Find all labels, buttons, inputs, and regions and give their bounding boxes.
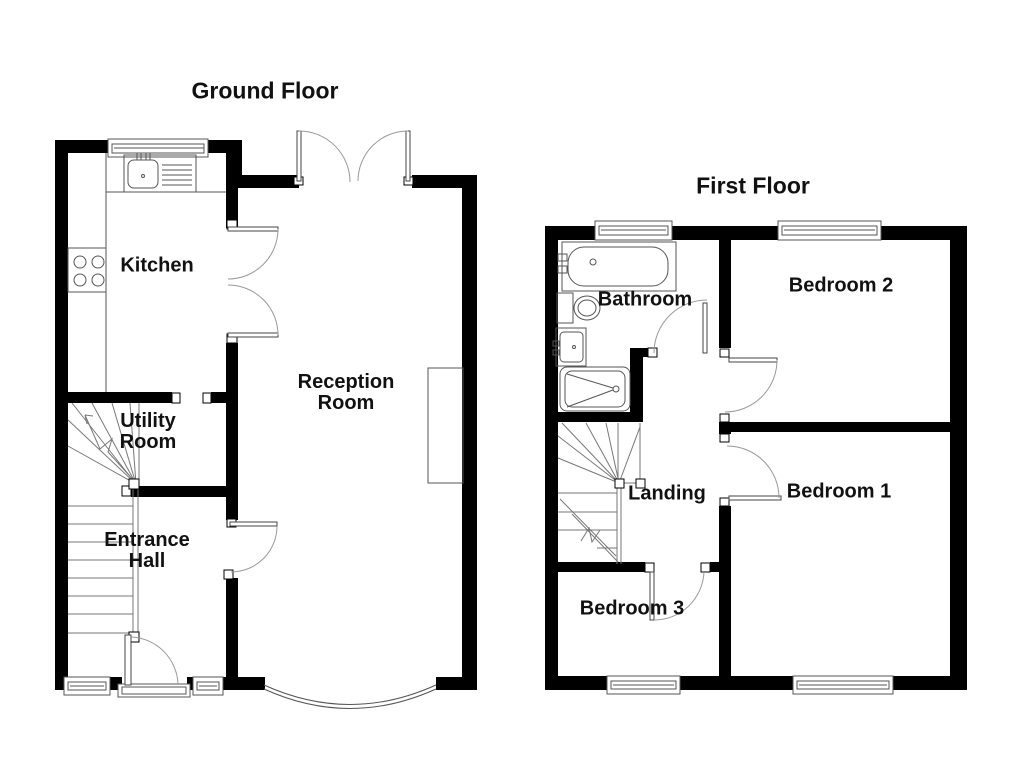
front-sidelight-window-right <box>192 676 224 696</box>
staircase-up <box>67 402 140 641</box>
ground-floor-plan <box>55 130 477 709</box>
ground-floor-walls <box>55 140 477 691</box>
room-label-entrance-hall: Entrance Hall <box>104 529 190 572</box>
toilet <box>556 292 601 324</box>
hob <box>67 247 107 293</box>
bedroom-2-window <box>777 220 882 241</box>
room-label-bedroom-3: Bedroom 3 <box>579 597 685 620</box>
first-floor-title: First Floor <box>696 172 810 199</box>
hall-reception-door <box>229 521 278 573</box>
bathroom-door <box>653 299 708 354</box>
first-floor-door-stops <box>614 347 730 573</box>
staircase-down <box>557 422 641 564</box>
room-label-bedroom-1: Bedroom 1 <box>786 480 892 503</box>
bay-window <box>263 684 437 709</box>
kitchen-window <box>107 138 209 158</box>
french-doors <box>296 130 411 183</box>
basin <box>552 327 587 367</box>
bathroom-window <box>594 220 673 241</box>
front-door <box>117 634 191 698</box>
bedroom-1-window <box>792 675 894 695</box>
room-label-landing: Landing <box>628 482 706 505</box>
sink-unit <box>123 152 197 193</box>
bedroom-3-door <box>649 571 705 621</box>
front-sidelight-window-left <box>63 676 111 696</box>
room-label-utility-room: Utility Room <box>119 410 177 453</box>
room-label-reception-room: Reception Room <box>297 371 395 414</box>
ground-floor-title: Ground Floor <box>191 77 339 104</box>
bedroom-3-window <box>606 675 681 695</box>
room-label-bathroom: Bathroom <box>597 288 693 311</box>
kitchen-reception-double-doors <box>227 226 279 338</box>
bedroom-2-door <box>724 357 778 413</box>
room-label-bedroom-2: Bedroom 2 <box>788 274 894 297</box>
room-label-kitchen: Kitchen <box>120 254 194 277</box>
bedroom-1-door <box>726 445 782 501</box>
shower <box>559 366 631 412</box>
first-floor-plan <box>545 220 967 695</box>
bath <box>557 241 677 292</box>
chimney-breast <box>427 367 464 484</box>
